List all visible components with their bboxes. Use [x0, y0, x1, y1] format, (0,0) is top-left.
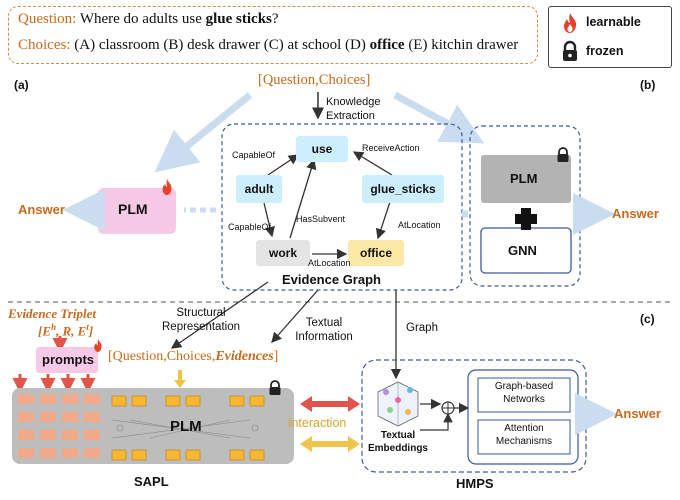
question-bold: glue sticks: [205, 11, 272, 27]
lock-icon: [563, 40, 577, 61]
evidence-triplet-label: Evidence Triplet: [8, 306, 96, 321]
structural-arrow: [170, 281, 269, 349]
text-token-grid: [111, 395, 265, 461]
qc-label: [Question,Choices]: [258, 72, 371, 88]
edge-atlocation-2: AtLocation: [398, 220, 441, 230]
qc-to-plm-arrow: [154, 92, 253, 173]
graph-label: Graph: [406, 322, 438, 334]
lock-icon-plm-b: [557, 147, 569, 162]
evidence-graph-box: [221, 123, 463, 291]
legend-frozen: frozen: [586, 44, 624, 58]
interaction-gold-arrow: [300, 436, 360, 452]
flame-icon-plm: [162, 179, 172, 195]
panel-b-label: (b): [640, 78, 656, 92]
lock-icon-sapl: [269, 380, 281, 395]
plm-c-label: PLM: [170, 418, 202, 435]
plm-a-label: PLM: [118, 201, 148, 217]
gnn-label: GNN: [508, 243, 537, 258]
question-text: Where do adults use: [79, 11, 206, 27]
edge-capableof-2: CapableOf: [228, 222, 272, 232]
panel-b-box: [469, 125, 581, 287]
legend-learnable: learnable: [586, 15, 641, 29]
qc-to-panelb-arrow: [393, 91, 485, 144]
node-use: use: [296, 136, 348, 162]
qce-suffix: ]: [273, 349, 279, 364]
qce-prefix: [Question,Choices,: [108, 349, 216, 364]
choices-rest: (E) kitchin drawer: [404, 37, 519, 53]
edge-atlocation-1: AtLocation: [308, 258, 351, 268]
sapl-box: [12, 388, 294, 464]
edge-hassubvent: HasSubvent: [296, 214, 346, 224]
embedding-cube-icon: [377, 381, 419, 427]
plm-a-box: [98, 188, 176, 234]
choices-label: Choices:: [18, 37, 71, 53]
interaction-label: Interaction: [288, 416, 347, 430]
interaction-red-arrow: [300, 396, 360, 412]
question-box: [8, 6, 538, 64]
prompt-token-grid: [18, 394, 100, 458]
node-work: work: [256, 240, 310, 266]
structural-label: Structural Representation: [162, 307, 240, 334]
prompts-label: prompts: [42, 352, 94, 367]
prompts-box: [36, 347, 98, 373]
answer-a: Answer: [18, 202, 65, 217]
node-office: office: [348, 240, 404, 266]
node-glue-sticks: glue_sticks: [362, 175, 444, 203]
node-adult: adult: [236, 175, 282, 203]
answer-b: Answer: [612, 206, 659, 221]
plus-icon: [515, 208, 537, 230]
attn-label: Attention Mechanisms: [495, 423, 553, 447]
hmps-label: HMPS: [456, 476, 494, 491]
question-suffix: ?: [271, 11, 279, 27]
edge-capableof-1: CapableOf: [232, 150, 276, 160]
choices-text: (A) classroom (B) desk drawer (C) at sch…: [74, 37, 370, 53]
question-line: Question: Where do adults use glue stick…: [18, 11, 279, 28]
qce-bold: Evidences: [215, 349, 274, 364]
question-label: Question:: [18, 11, 77, 27]
extraction-label: Knowledge Extraction: [326, 96, 381, 122]
plm-b-label: PLM: [510, 171, 538, 186]
attn-box: [477, 419, 571, 455]
flame-icon: [564, 13, 577, 33]
plm-network: [111, 419, 259, 439]
choices-bold: office: [369, 37, 405, 53]
choices-line: Choices: (A) classroom (B) desk drawer (…: [18, 37, 518, 54]
panel-c-label: (c): [640, 312, 655, 326]
triplet-math: [Eh, R, Et]: [38, 322, 94, 339]
answer-c: Answer: [614, 406, 661, 421]
flame-icon-prompts: [94, 339, 102, 352]
legend: [548, 6, 672, 68]
textual-label: Textual Information: [295, 317, 353, 344]
textual-embeddings-label: Textual Embeddings: [367, 430, 428, 454]
evidence-graph-title: Evidence Graph: [282, 272, 381, 287]
panel-a-label: (a): [14, 78, 29, 92]
textual-arrow: [271, 289, 319, 343]
plm-b-box: [481, 155, 571, 203]
gbn-box: [477, 377, 571, 413]
sapl-label: SAPL: [134, 474, 169, 489]
gbn-label: Graph-based Networks: [494, 381, 554, 405]
edge-receiveaction: ReceiveAction: [362, 143, 420, 153]
qce-label: [Question,Choices,Evidences]: [108, 349, 278, 365]
